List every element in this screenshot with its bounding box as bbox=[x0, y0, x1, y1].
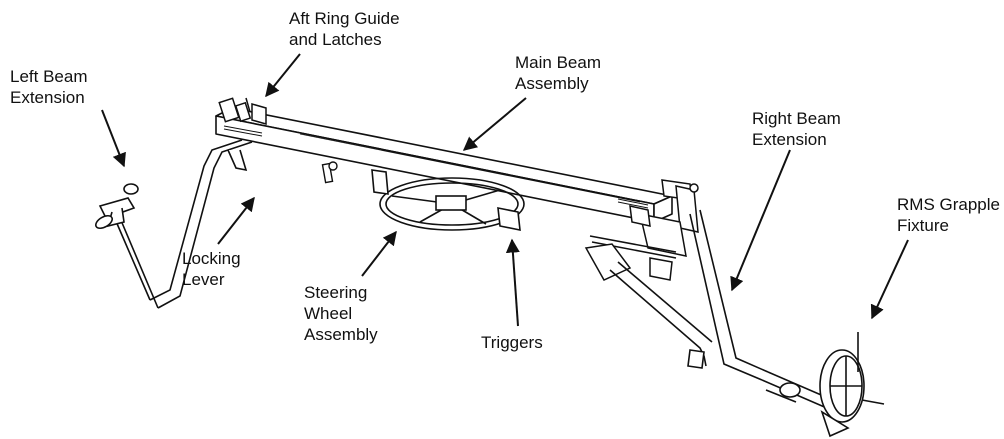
arrow-right-beam-extension bbox=[730, 149, 791, 292]
label-locking-lever: Locking Lever bbox=[182, 249, 241, 289]
aft-ring-guide-latches bbox=[218, 97, 267, 125]
right-end-bracket bbox=[584, 179, 699, 281]
arrow-main-beam-assembly bbox=[462, 97, 527, 151]
arrow-rms-grapple-fixture bbox=[870, 239, 909, 320]
arrow-aft-ring-guide bbox=[265, 53, 301, 98]
right-beam-extension bbox=[609, 209, 843, 413]
label-rms-grapple-fixture: RMS Grapple Fixture bbox=[897, 195, 1000, 235]
arrow-triggers bbox=[505, 238, 520, 327]
steering-wheel-assembly bbox=[371, 169, 525, 231]
arrow-locking-lever bbox=[217, 196, 255, 245]
label-triggers: Triggers bbox=[481, 333, 543, 352]
arrow-left-beam-extension bbox=[101, 109, 126, 168]
arrow-steering-wheel bbox=[361, 230, 397, 277]
label-right-beam-extension: Right Beam Extension bbox=[752, 109, 841, 149]
label-main-beam-assembly: Main Beam Assembly bbox=[515, 53, 601, 93]
leader-arrows bbox=[101, 53, 909, 327]
label-left-beam-extension: Left Beam Extension bbox=[10, 67, 88, 107]
rms-grapple-fixture bbox=[819, 332, 885, 438]
label-aft-ring-guide-latches: Aft Ring Guide and Latches bbox=[289, 9, 400, 49]
locking-lever bbox=[321, 161, 338, 184]
left-beam-extension bbox=[95, 139, 253, 309]
label-steering-wheel-assembly: Steering Wheel Assembly bbox=[304, 283, 378, 344]
